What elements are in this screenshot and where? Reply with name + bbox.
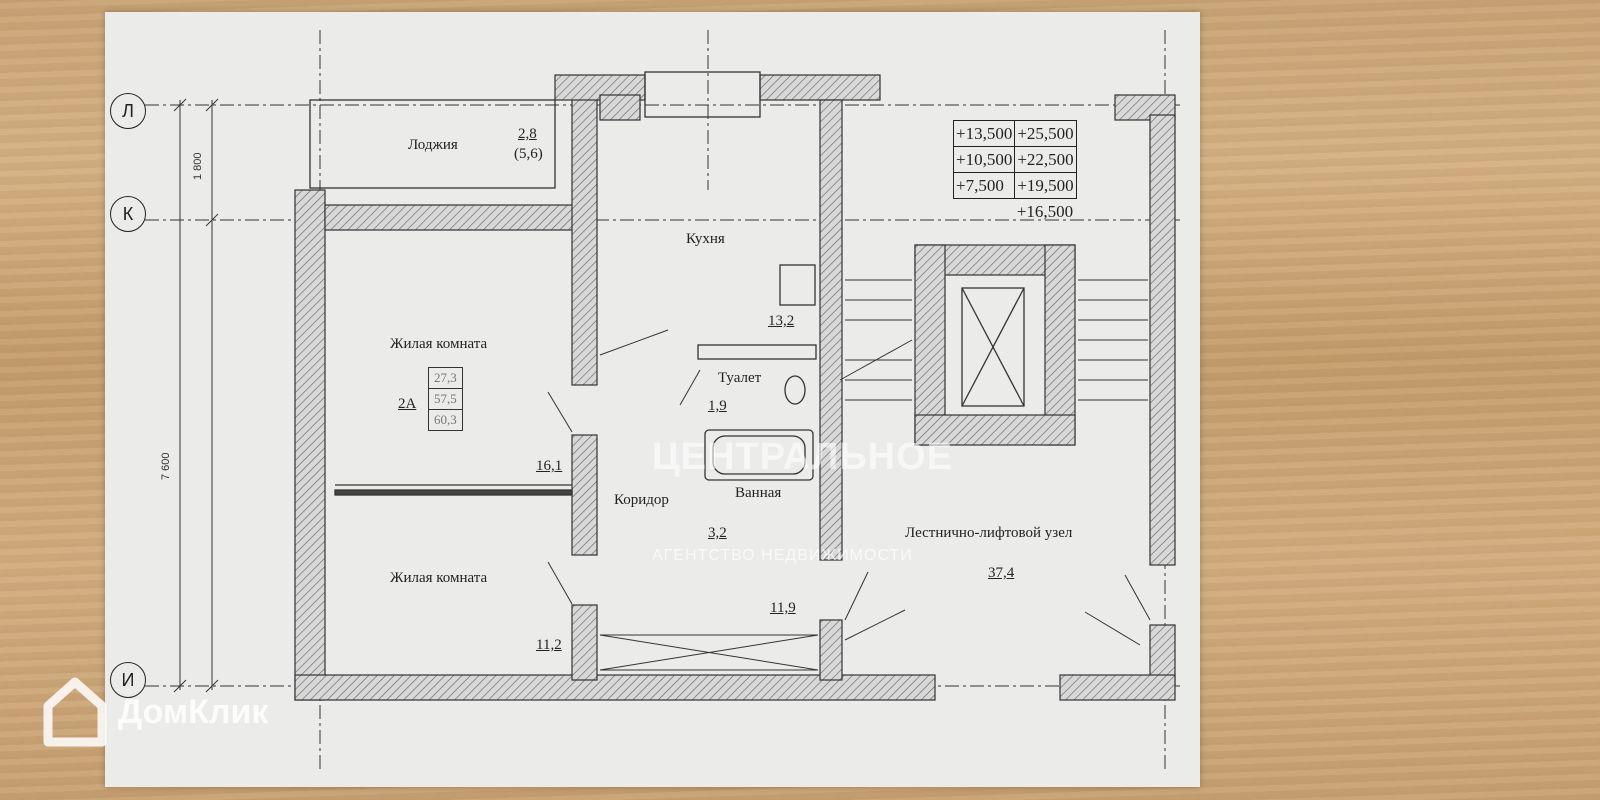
room-area-loggia: 2,8 (518, 126, 537, 142)
elevation: +10,500 (952, 146, 1016, 173)
room-area-stair-lift: 37,4 (988, 565, 1015, 581)
room-label-living-1: Жилая комната (390, 336, 488, 352)
fixtures (309, 71, 1151, 671)
domclick-logo: ДомКлик (42, 676, 268, 748)
watermark-agency-name: ЦЕНТРАЛЬНОЕ (652, 436, 953, 478)
house-icon (43, 677, 107, 747)
room-label-kitchen: Кухня (686, 231, 725, 247)
elevation: +25,500 (1014, 120, 1077, 147)
room-label-living-2: Жилая комната (390, 570, 488, 586)
room-area-living-1: 16,1 (536, 458, 563, 474)
axis-marker-i: И (110, 662, 146, 698)
apartment-total-area-with-loggia: 60,3 (428, 409, 463, 431)
apartment-total-area: 57,5 (428, 388, 463, 410)
dimension-7600: 7 600 (160, 452, 172, 480)
elevation: +19,500 (1014, 172, 1077, 199)
elevation: +7,500 (952, 172, 1016, 199)
room-label-corridor: Коридор (614, 492, 669, 508)
logo-text: ДомКлик (118, 692, 269, 731)
apartment-type: 2A (398, 396, 417, 412)
room-area-corridor: 11,9 (770, 600, 796, 616)
elevation (954, 199, 1015, 225)
dimension-lines (173, 98, 219, 693)
room-area-living-2: 11,2 (536, 637, 562, 653)
room-area-toilet: 1,9 (708, 398, 727, 414)
elevation: +16,500 (1016, 202, 1074, 221)
room-label-loggia: Лоджия (408, 137, 458, 153)
elevation: +22,500 (1014, 146, 1077, 173)
axis-marker-k: К (110, 196, 146, 232)
walls (294, 74, 1176, 701)
room-label-stair-lift: Лестнично-лифтовой узел (905, 525, 1073, 541)
watermark-agency-subtitle: АГЕНТСТВО НЕДВИЖИМОСТИ (652, 547, 913, 564)
room-area-bathroom: 3,2 (708, 525, 727, 541)
apartment-living-area: 27,3 (428, 367, 463, 389)
room-label-toilet: Туалет (718, 370, 762, 386)
elevation: +13,500 (952, 120, 1016, 147)
floor-elevations-table: +13,500+25,500 +10,500+22,500 +7,500+19,… (952, 120, 1077, 225)
axis-marker-l: Л (110, 93, 146, 129)
dimension-1800: 1 800 (192, 152, 204, 180)
room-area-loggia-alt: (5,6) (514, 146, 543, 162)
room-area-kitchen: 13,2 (768, 313, 795, 329)
apartment-area-table: 27,3 57,5 60,3 (428, 367, 463, 431)
room-label-bathroom: Ванная (735, 485, 782, 501)
